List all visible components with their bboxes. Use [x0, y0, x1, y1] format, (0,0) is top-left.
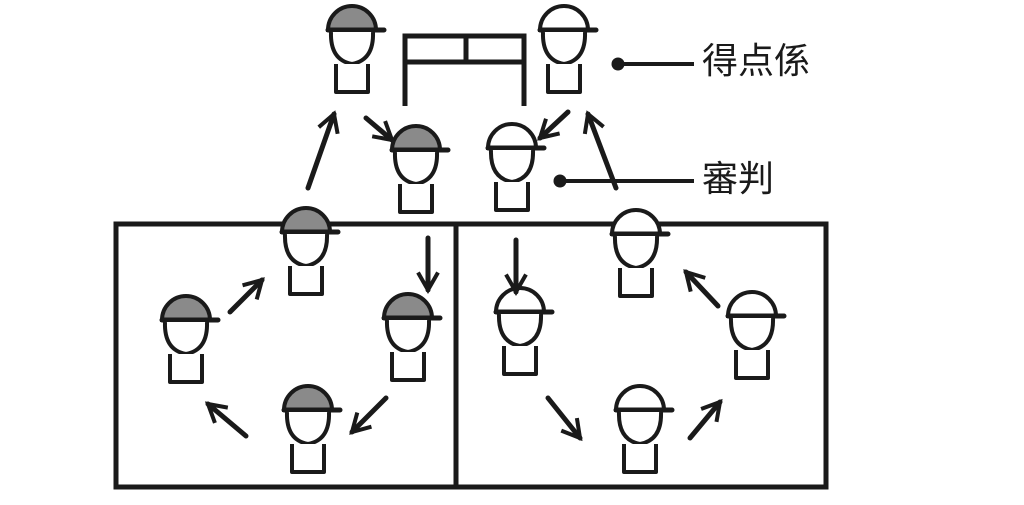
arrow-a-right-to-bottom: [349, 395, 389, 435]
team-a-player-top: [282, 208, 338, 294]
team-a-player-left: [162, 296, 218, 382]
arrow-b-left-to-bottom: [545, 395, 583, 442]
arrow-court-to-scorekeeper-b: [582, 110, 619, 191]
arrow-scorekeeper-to-referee-b: [537, 109, 571, 141]
team-b-player-bottom: [616, 386, 672, 472]
court: [113, 221, 829, 490]
scorekeeper-team-b: [540, 6, 596, 92]
leader-lines: [553, 57, 694, 188]
arrow-court-to-scorekeeper-a: [305, 110, 340, 191]
court-outline: [113, 221, 829, 490]
arrow-b-bottom-to-right: [687, 398, 723, 441]
arrow-scorekeeper-to-referee-a: [363, 115, 396, 143]
referee-team-b: [488, 124, 544, 210]
scorekeeper-label: 得点係: [702, 41, 811, 82]
referee-label: 審判: [702, 159, 775, 200]
scorekeeper-team-a: [328, 6, 384, 92]
referee-team-a: [392, 126, 448, 212]
team-a-player-bottom: [284, 386, 340, 472]
arrow-a-left-to-top: [227, 277, 265, 315]
team-b-player-left: [496, 288, 552, 374]
arrow-a-bottom-to-left: [204, 401, 249, 439]
arrow-b-right-to-top: [683, 269, 721, 309]
team-a-player-right: [384, 294, 440, 380]
team-b-player-right: [728, 292, 784, 378]
score-table: [402, 33, 527, 106]
rotation-arrows: [204, 109, 723, 442]
